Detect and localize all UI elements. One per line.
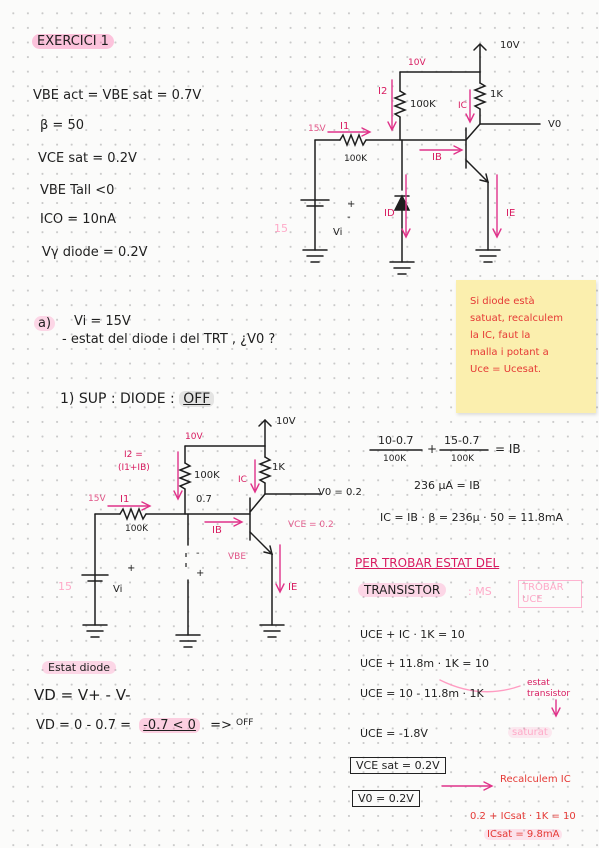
frac1-num: 10-0.7	[378, 434, 414, 447]
vce-line-1: UCE + IC · 1K = 10	[360, 628, 465, 641]
c2-vi-label: Vi	[113, 584, 123, 595]
sup-line: 1) SUP : DIODE : OFF	[60, 391, 215, 407]
vce-line-4: UCE = -1.8V	[360, 727, 428, 740]
c2-vce-label: VCE = 0.2	[288, 520, 334, 530]
saturat-ghost: saturat	[508, 727, 552, 738]
question-line-2: - estat del diode i del TRT , ¿V0 ?	[62, 332, 276, 347]
sticky-note: Si diode està satuat, recalculem la IC, …	[456, 280, 596, 413]
c1-plus: +	[347, 199, 356, 210]
frac2-den: 100K	[451, 454, 475, 464]
given-vbe-tall: VBE Tall <0	[40, 183, 115, 198]
c2-v15-label: 15V	[88, 494, 106, 504]
c2-r1-label: 100K	[125, 524, 149, 534]
c1-ic-label: IC	[458, 101, 467, 111]
c1-vcc-pink-label: 10V	[408, 58, 426, 68]
ib-value: 236 μA = IB	[414, 479, 481, 492]
c2-diode-plus: +	[196, 568, 205, 579]
recalc-line-2: ICsat = 9.8mA	[484, 829, 563, 840]
question-label: a)	[34, 316, 56, 331]
diode-state-heading: Estat diode	[42, 661, 117, 674]
c1-v15-label: 15V	[308, 124, 326, 134]
c2-minus: -	[196, 548, 200, 559]
c2-rc-label: 1K	[272, 462, 285, 473]
c2-v07-label: 0.7	[196, 494, 212, 505]
frac1-den: 100K	[383, 454, 407, 464]
diode-line-2-off: OFF	[236, 718, 254, 728]
given-vgamma: Vγ diode = 0.2V	[42, 245, 148, 260]
ic-value: IC = IB · β = 236μ · 50 = 11.8mA	[380, 511, 564, 524]
page-title: EXERCICI 1	[32, 34, 114, 49]
c1-ib-label: IB	[432, 152, 442, 163]
vo-result-box: V0 = 0.2V	[352, 790, 420, 807]
diode-1-symbol	[393, 194, 411, 211]
c2-ie-label: IE	[288, 582, 298, 593]
c1-vi-label: Vi	[333, 227, 343, 238]
c1-r2-label: 100K	[410, 99, 436, 110]
c1-minus: -	[347, 212, 351, 223]
given-vbe: VBE act = VBE sat = 0.7V	[33, 88, 202, 103]
c1-v15b-label: 15	[274, 222, 288, 235]
c2-i2-label-b: (I1+IB)	[118, 463, 150, 473]
c1-id-label: ID	[384, 208, 395, 219]
note-line-2: satuat, recalculem	[470, 313, 563, 324]
frac-plus: +	[427, 442, 438, 456]
c2-vcc-label: 10V	[276, 416, 296, 427]
c1-r1-label: 100K	[344, 154, 368, 164]
recalc-line-1: 0.2 + ICsat · 1K = 10	[470, 811, 576, 822]
diode-line-2-prefix: VD = 0 - 0.7 =	[36, 718, 131, 733]
c2-i2-label-a: I2 =	[124, 450, 143, 460]
c2-ic-label: IC	[238, 475, 247, 485]
estat-transistor-label: estat transistor	[527, 678, 571, 699]
vce-sat-box: VCE sat = 0.2V	[350, 757, 446, 774]
note-line-1: Si diode està	[470, 296, 535, 307]
note-line-5: Uce = Ucesat.	[470, 364, 542, 375]
transistor-heading-1: PER TROBAR ESTAT DEL	[355, 556, 500, 570]
frac2-num: 15-0.7	[444, 434, 480, 447]
transistor-ghost-ms: : MS	[468, 585, 492, 598]
transistor-heading-2: TRANSISTOR	[358, 583, 447, 597]
transistor-ghost-box: TROBAR UCE	[518, 580, 582, 608]
c1-rc-label: 1K	[490, 89, 503, 100]
diode-state-line-1: VD = V+ - V-	[34, 686, 131, 704]
c2-ib-label: IB	[212, 525, 222, 536]
c2-vcc-pink-label: 10V	[185, 432, 203, 442]
sup-prefix: 1) SUP : DIODE :	[60, 391, 175, 407]
given-vce-sat: VCE sat = 0.2V	[38, 151, 137, 166]
c1-ie-label: IE	[506, 208, 516, 219]
c1-vcc-label: 10V	[500, 40, 520, 51]
c2-vbe-label: VBE	[228, 552, 247, 562]
given-beta: β = 50	[40, 118, 84, 133]
circuit-2-wires	[81, 418, 321, 648]
diode-line-2-highlight: -0.7 < 0	[139, 718, 200, 733]
c2-vo-label: V0 = 0.2	[318, 487, 362, 498]
question-line-1: Vi = 15V	[74, 314, 131, 329]
note-line-3: la IC, faut la	[470, 330, 531, 341]
recalc-label: Recalculem IC	[500, 774, 571, 785]
frac-eq-ib: = IB	[495, 442, 521, 456]
c2-i1-label: I1	[120, 494, 130, 505]
c2-r2-label: 100K	[194, 470, 220, 481]
diode-line-2-arrow: =>	[210, 718, 232, 733]
c1-vo-label: V0	[548, 119, 562, 130]
c1-i1-label: I1	[340, 121, 350, 132]
vce-line-3: UCE = 10 - 11.8m · 1K	[360, 687, 484, 700]
c2-v15b-label: 15	[58, 580, 72, 593]
given-ico: ICO = 10nA	[40, 212, 116, 227]
circuit-1-wires	[300, 42, 541, 275]
c1-i2-label: I2	[378, 86, 388, 97]
sup-state: OFF	[179, 391, 215, 407]
current-arrows	[107, 79, 561, 791]
vce-line-2: UCE + 11.8m · 1K = 10	[360, 657, 490, 670]
c2-plus: +	[127, 563, 136, 574]
note-line-4: malla i potant a	[470, 347, 549, 358]
diode-state-line-2: VD = 0 - 0.7 = -0.7 < 0 => OFF	[36, 718, 253, 733]
